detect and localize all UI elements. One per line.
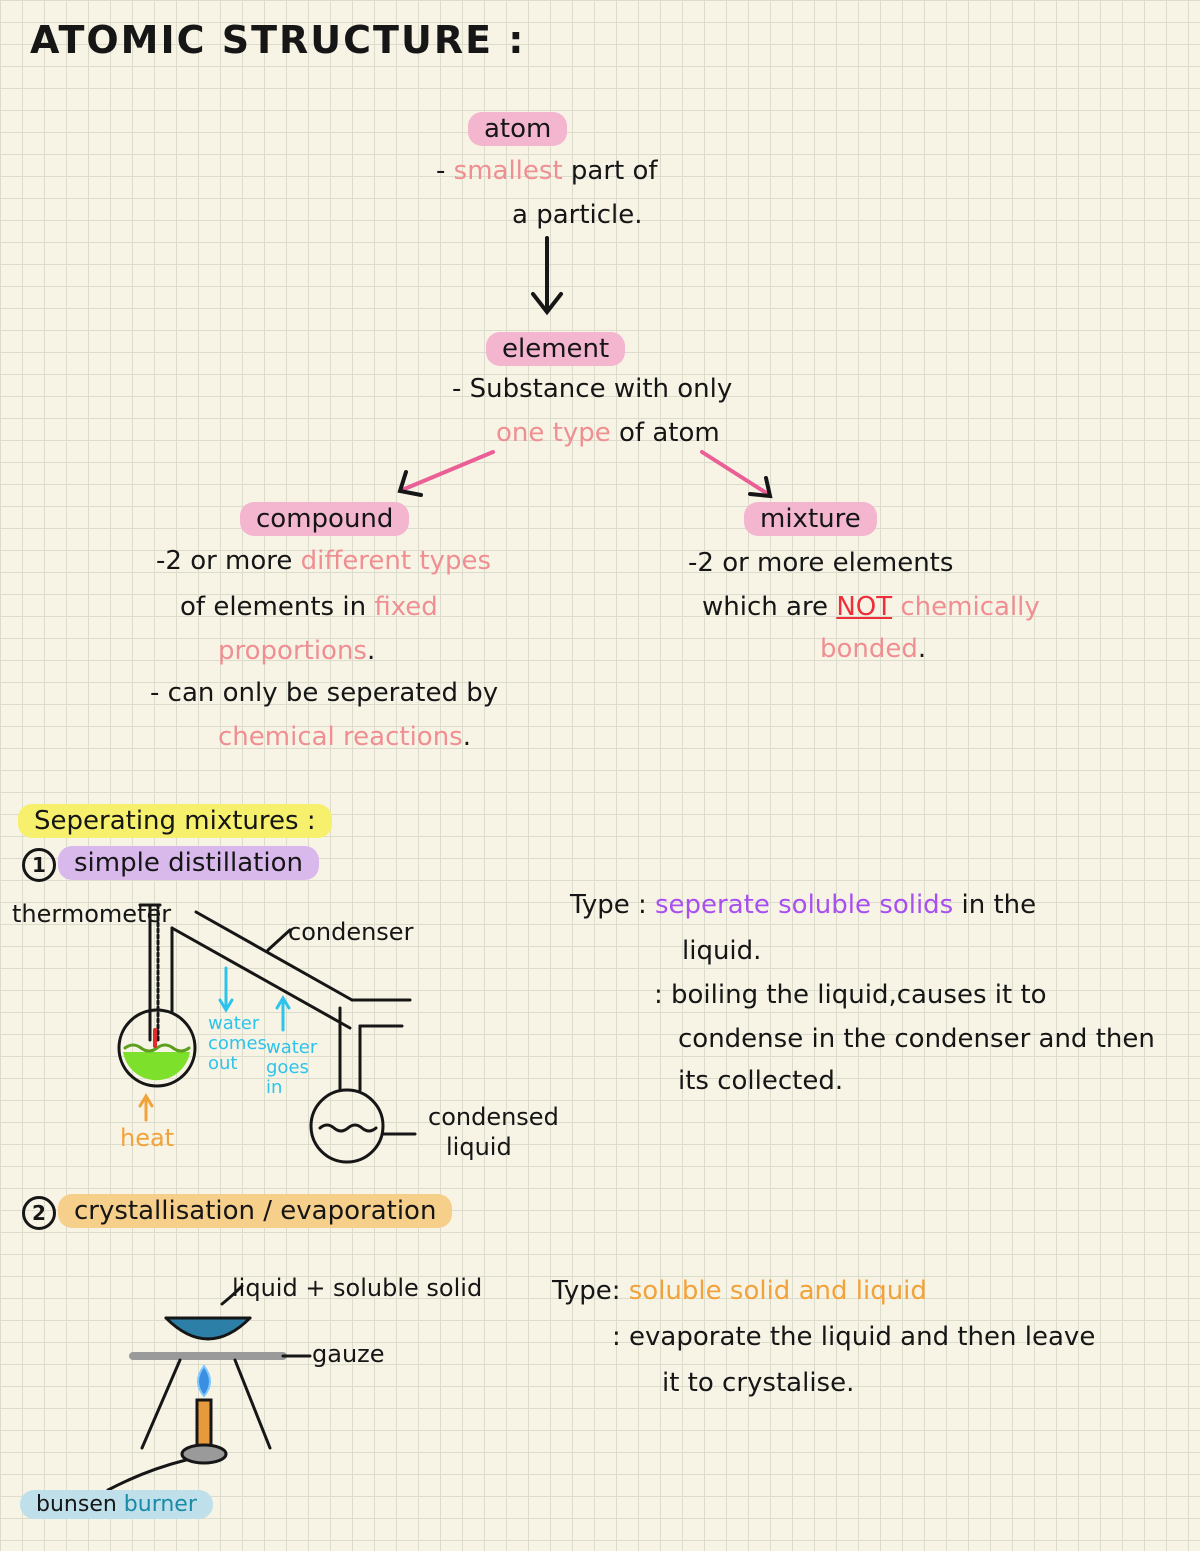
bunsen-burner-label: bunsen burner <box>20 1490 213 1519</box>
thermometer-label: thermometer <box>12 900 172 928</box>
water-in-1: water <box>266 1037 318 1058</box>
compound-line5: chemical reactions. <box>218 722 471 752</box>
compound-line5-rest: . <box>462 722 471 752</box>
water-out-label: water comes out <box>208 1014 267 1074</box>
atom-label: atom <box>468 112 568 146</box>
element-rest: of atom <box>610 418 720 448</box>
mixture-line1: -2 or more elements <box>688 548 954 578</box>
element-label: element <box>486 332 626 366</box>
water-out-3: out <box>208 1053 238 1074</box>
atom-rest: part of <box>562 156 658 186</box>
crystallisation-desc-1: : evaporate the liquid and then leave <box>612 1322 1096 1352</box>
distillation-type-label: Type : <box>570 890 647 920</box>
compound-line1-keyword: different types <box>300 546 491 576</box>
condensed-1: condensed <box>428 1103 559 1131</box>
crystallisation-desc-2: it to crystalise. <box>662 1368 855 1398</box>
condenser-label: condenser <box>288 918 414 946</box>
distillation-type-rest: in the <box>953 890 1037 920</box>
method2-title: crystallisation / evaporation <box>58 1194 453 1228</box>
method1-number: 1 <box>22 848 56 882</box>
compound-line2-keyword: fixed <box>374 592 438 622</box>
water-out-2: comes <box>208 1033 267 1054</box>
mixture-line2-prefix: which are <box>702 592 837 622</box>
distillation-desc-2: condense in the condenser and then <box>678 1024 1155 1054</box>
element-definition-line1: - Substance with only <box>452 374 733 404</box>
water-in-2: goes <box>266 1057 309 1078</box>
mixture-label: mixture <box>744 502 877 536</box>
liquid-soluble-solid-label: liquid + soluble solid <box>232 1274 483 1302</box>
distillation-desc-1: : boiling the liquid,causes it to <box>654 980 1047 1010</box>
crystallisation-type-line: Type: soluble solid and liquid <box>552 1276 927 1306</box>
bunsen-burner-icon <box>106 1284 312 1492</box>
crystallisation-type-label: Type: <box>552 1276 621 1306</box>
distillation-type-keyword: seperate soluble solids <box>655 890 954 920</box>
distillation-apparatus-icon <box>117 903 417 1164</box>
element-definition-line2: one type of atom <box>496 418 720 448</box>
crystallisation-type-keyword: soluble solid and liquid <box>628 1276 927 1306</box>
arrow-right-icon <box>700 450 773 499</box>
atom-keyword: smallest <box>453 156 563 186</box>
heat-label: heat <box>120 1124 175 1152</box>
compound-line3: proportions. <box>218 636 375 666</box>
arrow-left-icon <box>397 450 495 497</box>
compound-line2-prefix: of elements in <box>180 592 375 622</box>
compound-line1: -2 or more different types <box>156 546 491 576</box>
compound-label: compound <box>240 502 410 536</box>
gauze-label: gauze <box>312 1340 385 1368</box>
mixture-line3: bonded. <box>820 634 926 664</box>
page-title: ATOMIC STRUCTURE : <box>30 18 526 62</box>
atom-prefix: - <box>436 156 454 186</box>
compound-line1-prefix: -2 or more <box>156 546 301 576</box>
mixture-line2: which are NOT chemically <box>702 592 1040 622</box>
mixture-line2-keyword: chemically <box>892 592 1040 622</box>
compound-line5-keyword: chemical reactions <box>218 722 463 752</box>
burner-word: burner <box>123 1492 197 1517</box>
method1-title: simple distillation <box>58 846 319 880</box>
mixture-not-word: NOT <box>836 592 893 622</box>
mixture-line3-rest: . <box>917 634 927 664</box>
condensed-2: liquid <box>446 1133 512 1161</box>
compound-line3-rest: . <box>366 636 376 666</box>
water-out-1: water <box>208 1013 260 1034</box>
mixture-line3-keyword: bonded <box>820 634 918 664</box>
bunsen-word: bunsen <box>36 1492 117 1517</box>
water-in-label: water goes in <box>266 1038 317 1098</box>
water-in-3: in <box>266 1077 283 1098</box>
condensed-liquid-label: condensed liquid <box>428 1102 559 1162</box>
compound-line3-keyword: proportions <box>218 636 367 666</box>
atom-definition-line2: a particle. <box>512 200 643 230</box>
atom-definition-line1: - smallest part of <box>436 156 658 186</box>
method2-number: 2 <box>22 1196 56 1230</box>
separating-mixtures-heading: Seperating mixtures : <box>18 804 332 838</box>
element-keyword: one type <box>496 418 611 448</box>
distillation-desc-3: its collected. <box>678 1066 844 1096</box>
distillation-type-line1: Type : seperate soluble solids in the <box>570 890 1036 920</box>
arrow-down-icon <box>531 236 563 316</box>
distillation-type-line2: liquid. <box>682 936 762 966</box>
compound-line2: of elements in fixed <box>180 592 438 622</box>
compound-line4: - can only be seperated by <box>150 678 499 708</box>
